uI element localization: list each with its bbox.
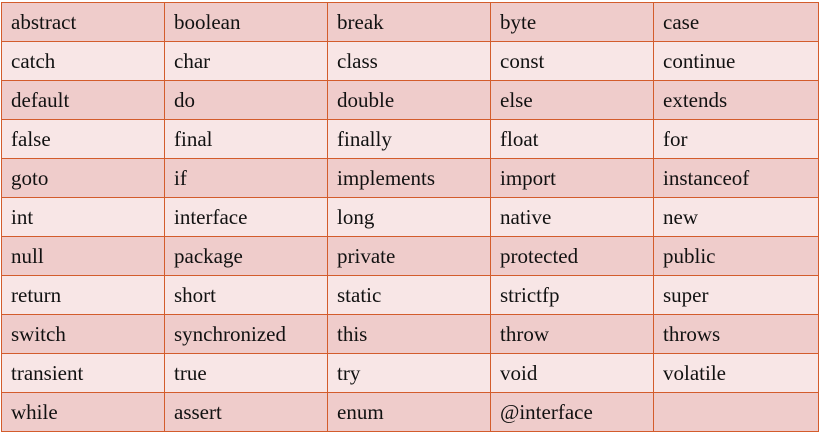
table-cell: default	[1, 80, 165, 120]
table-row: return short static strictfp super	[1, 275, 819, 315]
table-row: catch char class const continue	[1, 41, 819, 81]
table-cell: null	[1, 236, 165, 276]
table-cell: finally	[327, 119, 491, 159]
table-cell: do	[164, 80, 328, 120]
table-cell: throws	[653, 314, 819, 354]
table-cell: return	[1, 275, 165, 315]
table-cell: implements	[327, 158, 491, 198]
table-cell	[653, 392, 819, 432]
table-cell: static	[327, 275, 491, 315]
table-cell: void	[490, 353, 654, 393]
table-cell: strictfp	[490, 275, 654, 315]
table-cell: while	[1, 392, 165, 432]
table-row: abstract boolean break byte case	[1, 2, 819, 42]
table-row: switch synchronized this throw throws	[1, 314, 819, 354]
table-cell: true	[164, 353, 328, 393]
table-cell: native	[490, 197, 654, 237]
table-cell: case	[653, 2, 819, 42]
table-cell: @interface	[490, 392, 654, 432]
table-cell: assert	[164, 392, 328, 432]
table-cell: break	[327, 2, 491, 42]
table-cell: enum	[327, 392, 491, 432]
table-cell: this	[327, 314, 491, 354]
table-cell: long	[327, 197, 491, 237]
table-cell: double	[327, 80, 491, 120]
table-cell: if	[164, 158, 328, 198]
table-cell: boolean	[164, 2, 328, 42]
table-cell: char	[164, 41, 328, 81]
table-cell: final	[164, 119, 328, 159]
table-cell: package	[164, 236, 328, 276]
table-cell: false	[1, 119, 165, 159]
table-cell: int	[1, 197, 165, 237]
table-cell: instanceof	[653, 158, 819, 198]
table-cell: catch	[1, 41, 165, 81]
table-cell: transient	[1, 353, 165, 393]
table-row: default do double else extends	[1, 80, 819, 120]
table-cell: protected	[490, 236, 654, 276]
table-cell: abstract	[1, 2, 165, 42]
table-cell: const	[490, 41, 654, 81]
table-cell: float	[490, 119, 654, 159]
table-cell: private	[327, 236, 491, 276]
table-cell: interface	[164, 197, 328, 237]
table-row: goto if implements import instanceof	[1, 158, 819, 198]
table-cell: else	[490, 80, 654, 120]
table-row: null package private protected public	[1, 236, 819, 276]
keyword-table-body: abstract boolean break byte case catch c…	[1, 2, 819, 432]
table-cell: public	[653, 236, 819, 276]
table-row: false final finally float for	[1, 119, 819, 159]
table-cell: super	[653, 275, 819, 315]
table-row: int interface long native new	[1, 197, 819, 237]
table-cell: try	[327, 353, 491, 393]
table-cell: import	[490, 158, 654, 198]
table-cell: class	[327, 41, 491, 81]
keyword-table: abstract boolean break byte case catch c…	[1, 2, 819, 432]
table-cell: switch	[1, 314, 165, 354]
table-cell: short	[164, 275, 328, 315]
table-cell: volatile	[653, 353, 819, 393]
table-cell: byte	[490, 2, 654, 42]
table-cell: goto	[1, 158, 165, 198]
table-row: transient true try void volatile	[1, 353, 819, 393]
table-row: while assert enum @interface	[1, 392, 819, 432]
table-cell: synchronized	[164, 314, 328, 354]
table-cell: throw	[490, 314, 654, 354]
table-cell: extends	[653, 80, 819, 120]
table-cell: continue	[653, 41, 819, 81]
table-cell: for	[653, 119, 819, 159]
table-cell: new	[653, 197, 819, 237]
